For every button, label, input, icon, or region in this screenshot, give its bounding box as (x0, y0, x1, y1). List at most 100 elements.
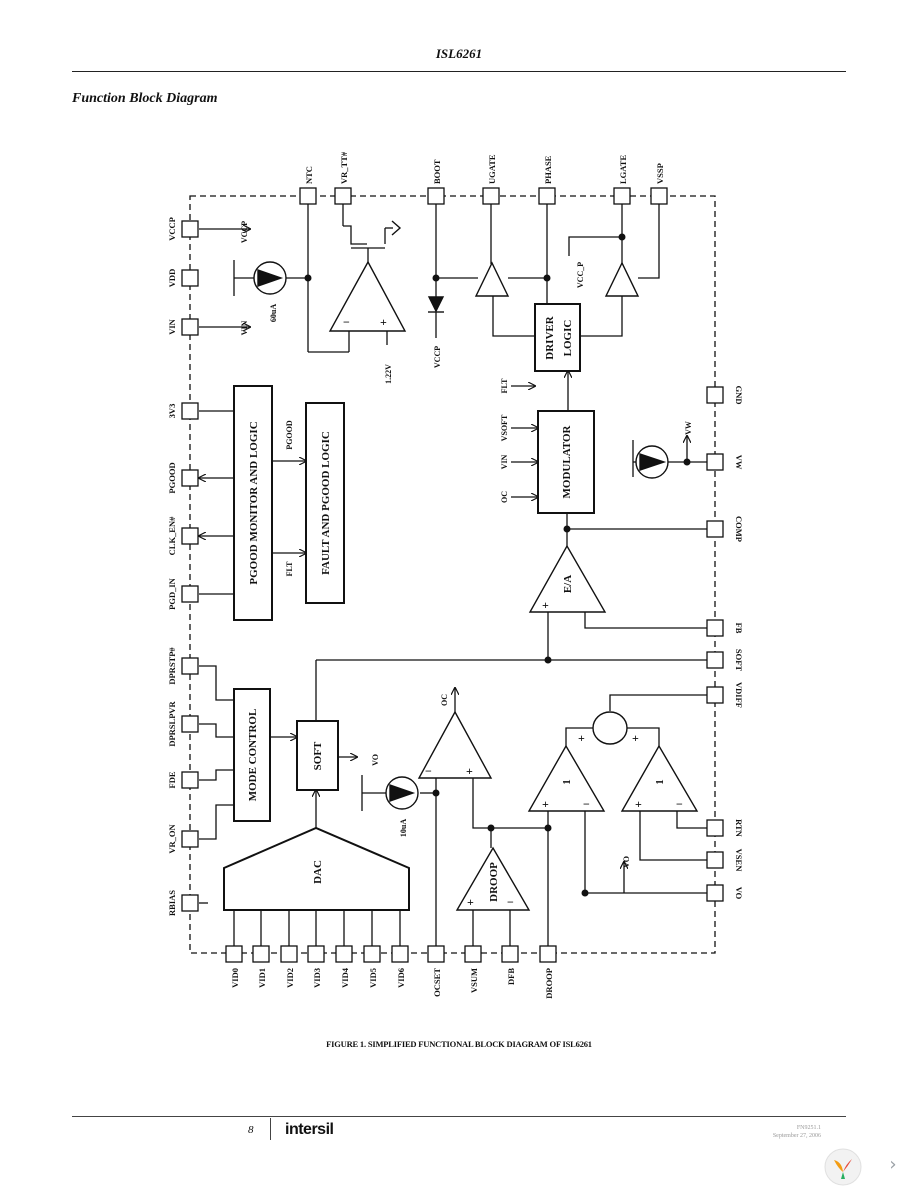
oc-comparator (417, 710, 493, 779)
pin-dprslpvr (181, 715, 199, 733)
modulator-label: MODULATOR (561, 424, 573, 498)
pin-label-vccp: VCCP (167, 217, 177, 241)
driver-logic-block (534, 303, 581, 372)
pin-clk-en (181, 527, 199, 545)
pin-label-vdd: VDD (167, 269, 177, 287)
sig-vsoft: VSOFT (500, 414, 509, 441)
svg-text:−: − (425, 764, 432, 778)
pgood-monitor-block (233, 385, 273, 621)
pin-gnd (706, 386, 724, 404)
lgate-driver (604, 261, 640, 297)
pin-vr-on (181, 830, 199, 848)
pin-label-ntc: NTC (304, 166, 314, 184)
pin-label-vsen: VSEN (734, 849, 744, 873)
driver-label: DRIVER (544, 315, 556, 359)
sig-1-22v: 1.22V (384, 364, 393, 384)
ea-label: E/A (562, 575, 574, 593)
pin-boot (427, 187, 445, 205)
svg-text:−: − (676, 797, 683, 811)
svg-text:−: − (583, 797, 590, 811)
summing-node (592, 711, 628, 745)
fault-logic-label: FAULT AND PGOOD LOGIC (320, 431, 332, 575)
sig-vccp-int: VCCP (240, 221, 249, 243)
sig-10ua: 10uA (399, 819, 408, 837)
pin-label-comp: COMP (734, 516, 744, 542)
doc-date: September 27, 2006 (772, 1133, 821, 1139)
error-amplifier (528, 544, 607, 613)
pin-label-vin: VIN (167, 318, 177, 334)
header-rule (72, 71, 846, 72)
pin-label-vid5: VID5 (368, 968, 378, 988)
pin-label-vdiff: VDIFF (734, 682, 744, 708)
pin-vin (181, 318, 199, 336)
pin-vid1 (252, 945, 270, 963)
page-number: 8 (248, 1124, 254, 1136)
pin-label-vo: VO (734, 887, 744, 900)
droop-label: DROOP (488, 862, 500, 902)
svg-text:+: + (542, 598, 549, 612)
modulator-block (537, 410, 595, 514)
pin-vid4 (335, 945, 353, 963)
pin-rbias (181, 894, 199, 912)
sig-flt-driver: FLT (500, 378, 509, 393)
chip-boundary (189, 195, 716, 954)
svg-text:−: − (507, 895, 514, 909)
pin-label-vid2: VID2 (285, 968, 295, 988)
doc-number: FN9251.1 (796, 1125, 821, 1131)
pin-fb (706, 619, 724, 637)
pin-label-gnd: GND (734, 386, 744, 405)
doc-info: FN9251.1 September 27, 2006 (773, 1124, 821, 1140)
buffer-amp-2 (620, 744, 699, 812)
pin-vid6 (391, 945, 409, 963)
pin-vsen (706, 851, 724, 869)
dac-label: DAC (312, 860, 324, 884)
pin-label-ugate: UGATE (487, 154, 497, 184)
pin-label-vw: VW (734, 455, 744, 470)
pin-label-dprstp: DPRSTP# (167, 647, 177, 685)
pin-comp (706, 520, 724, 538)
pin-3v3 (181, 402, 199, 420)
ugate-driver (474, 261, 510, 297)
svg-text:+: + (635, 797, 642, 811)
vr-tt-transistor-arrow-icon (391, 220, 402, 236)
soft-label: SOFT (312, 741, 324, 770)
soft-block (296, 720, 339, 791)
pin-label-vssp: VSSP (655, 163, 665, 184)
sig-vcc-p: VCC_P (576, 262, 585, 288)
svg-text:+: + (632, 731, 639, 745)
section-title: Function Block Diagram (72, 91, 218, 106)
pin-rtn (706, 819, 724, 837)
pin-label-phase: PHASE (543, 155, 553, 184)
svg-text:+: + (380, 315, 387, 329)
sig-pgood: PGOOD (285, 420, 294, 450)
pin-pgd-in (181, 585, 199, 603)
pin-vw (706, 453, 724, 471)
pin-lgate (613, 187, 631, 205)
pin-label-pgood: PGOOD (167, 462, 177, 493)
pin-label-boot: BOOT (432, 159, 442, 184)
buffer2-label: 1 (654, 779, 666, 785)
mode-control-block (233, 688, 271, 822)
sig-vin-mod: VIN (500, 454, 509, 469)
pin-fde (181, 771, 199, 789)
app-logo-icon[interactable] (824, 1148, 862, 1186)
pin-label-rtn: RTN (734, 819, 744, 838)
pin-dprstp (181, 657, 199, 675)
pin-label-ocset: OCSET (432, 968, 442, 997)
pin-ocset (427, 945, 445, 963)
chevron-right-icon[interactable]: › (889, 1154, 897, 1175)
pin-ntc (299, 187, 317, 205)
pin-vid2 (280, 945, 298, 963)
footer-rule (72, 1116, 846, 1117)
fault-logic-block (305, 402, 345, 604)
svg-text:+: + (542, 797, 549, 811)
buffer-amp-1 (527, 744, 606, 812)
svg-text:−: − (343, 315, 350, 329)
footer-separator (270, 1118, 271, 1140)
pin-label-lgate: LGATE (618, 155, 628, 184)
pin-vssp (650, 187, 668, 205)
figure-caption: FIGURE 1. SIMPLIFIED FUNCTIONAL BLOCK DI… (326, 1039, 592, 1049)
droop-amplifier (455, 846, 531, 911)
sig-vin-int: VIN (240, 320, 249, 335)
